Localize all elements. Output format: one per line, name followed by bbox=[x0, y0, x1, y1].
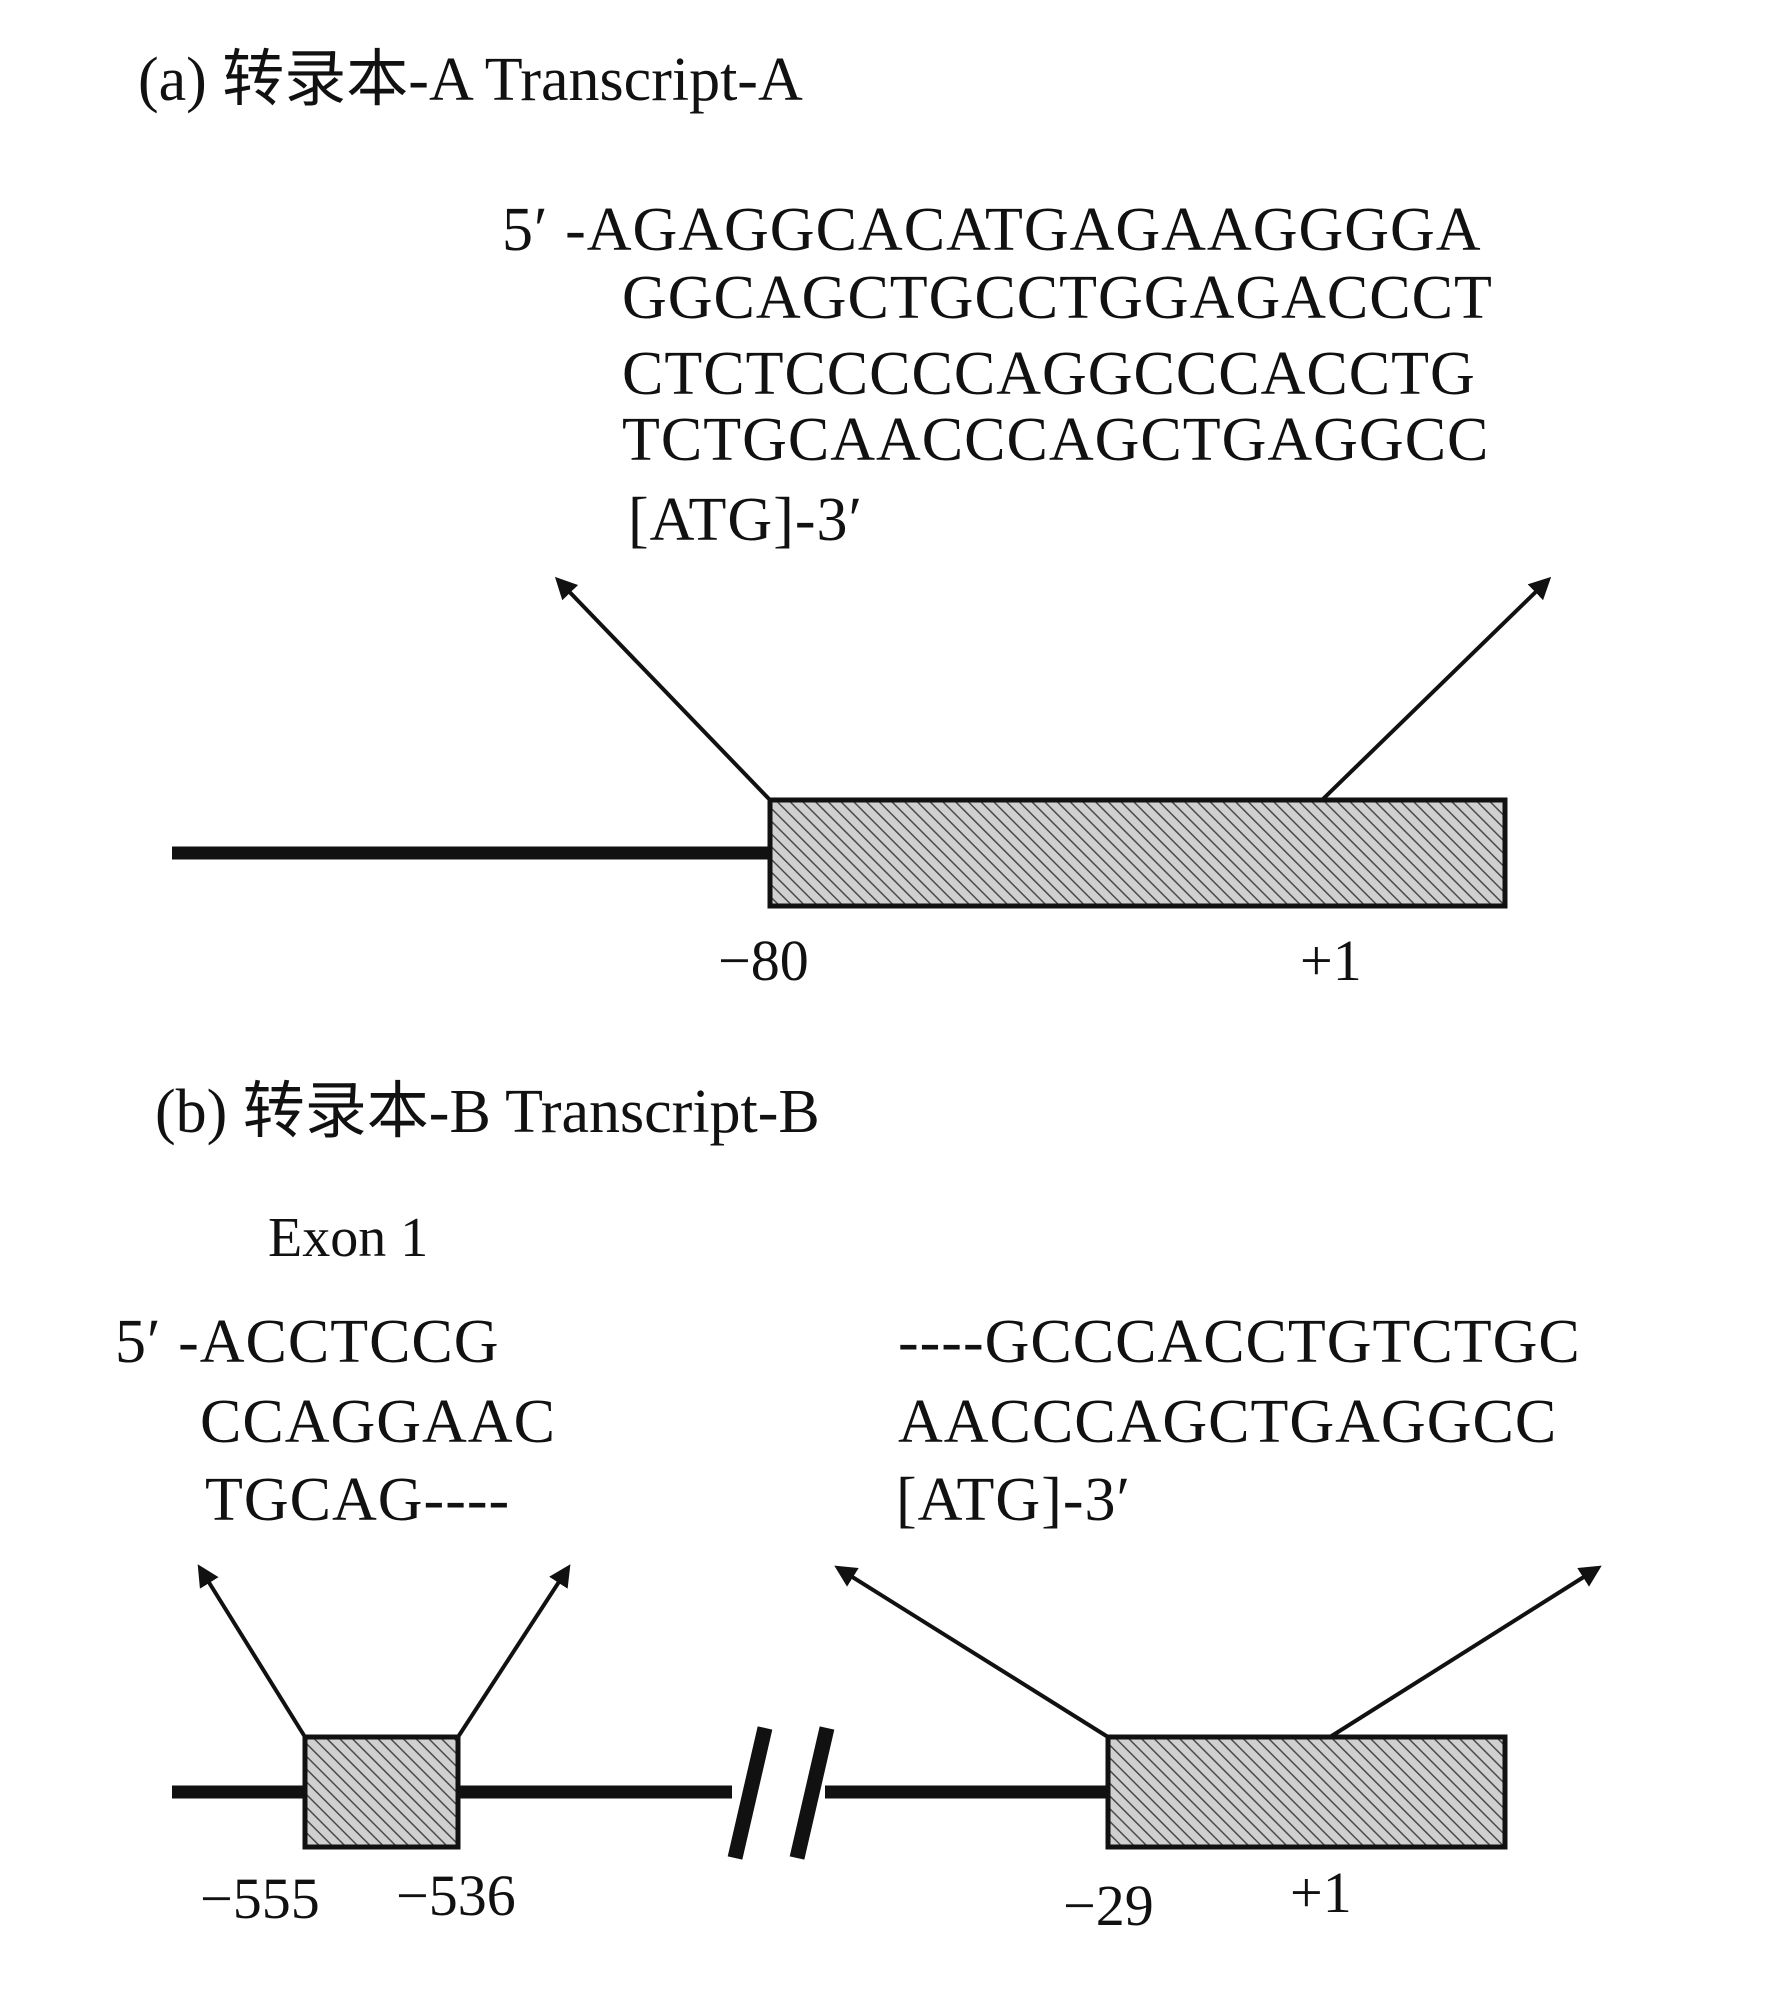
panel-a-seq-line-3: CTCTCCCCCAGGCCCACCTG bbox=[622, 340, 1476, 408]
panel-b-exon1-left-arrow bbox=[197, 1564, 307, 1739]
panel-b-right-seq-line-1: ----GCCCACCTGTCTGC bbox=[898, 1308, 1581, 1376]
panel-b-left-seq-line-3: TGCAG---- bbox=[205, 1466, 510, 1534]
panel-a-seq-line-2: GGCAGCTGCCTGGAGACCCT bbox=[622, 264, 1493, 332]
panel-b-exon1-start: −555 bbox=[200, 1866, 320, 1931]
panel-b-exon2-box bbox=[1105, 1734, 1508, 1850]
panel-b-exon1-box bbox=[302, 1734, 461, 1850]
panel-b: (b) 转录本-B Transcript-B Exon 1 5′ -ACCTCC… bbox=[115, 1078, 1602, 1938]
panel-b-left-seq-line-1: 5′ -ACCTCCG bbox=[115, 1308, 500, 1376]
panel-b-right-sequence: ----GCCCACCTGTCTGC AACCCAGCTGAGGCC [ATG]… bbox=[896, 1308, 1581, 1534]
panel-a-left-arrow bbox=[554, 576, 772, 802]
panel-b-right-seq-line-3: [ATG]-3′ bbox=[896, 1466, 1131, 1534]
panel-a-pos-start: −80 bbox=[718, 928, 809, 993]
panel-b-exon2-left-arrow bbox=[834, 1565, 1110, 1739]
panel-b-left-sequence: 5′ -ACCTCCG CCAGGAAC TGCAG---- bbox=[115, 1308, 556, 1534]
panel-a-right-arrow bbox=[1320, 576, 1552, 802]
panel-a-title: (a) 转录本-A Transcript-A bbox=[138, 46, 803, 114]
panel-a-sequence: 5′ -AGAGGCACATGAGAAGGGGA GGCAGCTGCCTGGAG… bbox=[502, 196, 1493, 554]
panel-a: (a) 转录本-A Transcript-A 5′ -AGAGGCACATGAG… bbox=[138, 46, 1552, 993]
panel-b-exon2-right-arrow bbox=[1328, 1565, 1602, 1739]
panel-a-seq-line-5: [ATG]-3′ bbox=[628, 486, 863, 554]
panel-b-exon2-start: −29 bbox=[1063, 1873, 1154, 1938]
panel-a-pos-end: +1 bbox=[1300, 928, 1362, 993]
panel-a-seq-line-4: TCTGCAACCCAGCTGAGGCC bbox=[622, 406, 1489, 474]
panel-a-exon-box bbox=[767, 797, 1508, 909]
exon-1-label: Exon 1 bbox=[268, 1207, 428, 1269]
panel-b-left-seq-line-2: CCAGGAAC bbox=[200, 1388, 556, 1456]
panel-b-exon2-end: +1 bbox=[1290, 1860, 1352, 1925]
panel-b-exon1-end: −536 bbox=[396, 1863, 516, 1928]
panel-b-right-seq-line-2: AACCCAGCTGAGGCC bbox=[898, 1388, 1557, 1456]
panel-b-exon1-right-arrow bbox=[456, 1564, 571, 1739]
break-mark-icon bbox=[727, 1726, 835, 1860]
panel-b-title: (b) 转录本-B Transcript-B bbox=[155, 1078, 820, 1146]
panel-a-seq-line-1: 5′ -AGAGGCACATGAGAAGGGGA bbox=[502, 196, 1482, 264]
